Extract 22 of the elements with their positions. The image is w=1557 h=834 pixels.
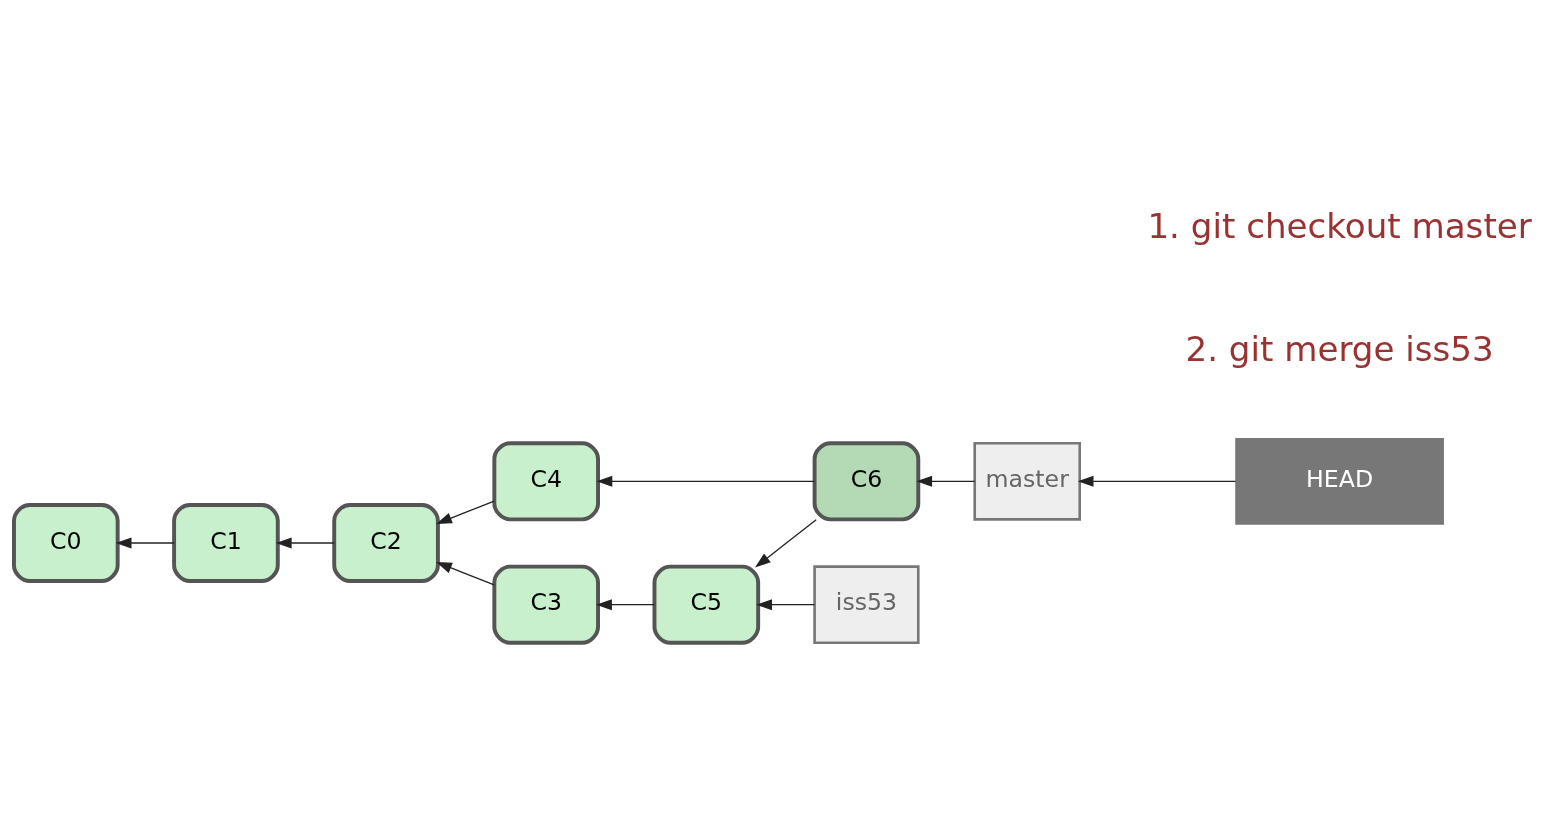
arrow	[275, 537, 335, 549]
arrow	[755, 519, 817, 568]
arrow	[436, 500, 495, 524]
arrow	[436, 562, 495, 586]
arrow	[1077, 475, 1237, 487]
node-box: C1	[172, 502, 280, 584]
node-box: C6	[812, 441, 921, 522]
label: 2. git merge iss53	[1185, 328, 1494, 369]
node-box: C5	[652, 564, 761, 645]
arrow	[756, 599, 816, 611]
arrow	[596, 599, 655, 611]
node-box: C4	[492, 441, 600, 522]
node-box: C2	[332, 502, 440, 584]
arrow	[115, 537, 175, 549]
arrow	[596, 475, 816, 487]
node-box: C3	[492, 564, 600, 645]
arrow	[916, 475, 976, 487]
node-box: C0	[12, 502, 120, 584]
node-box: HEAD	[1235, 438, 1444, 525]
node-box: iss53	[813, 565, 920, 645]
node-box: master	[973, 441, 1082, 521]
label: 1. git checkout master	[1147, 205, 1532, 246]
